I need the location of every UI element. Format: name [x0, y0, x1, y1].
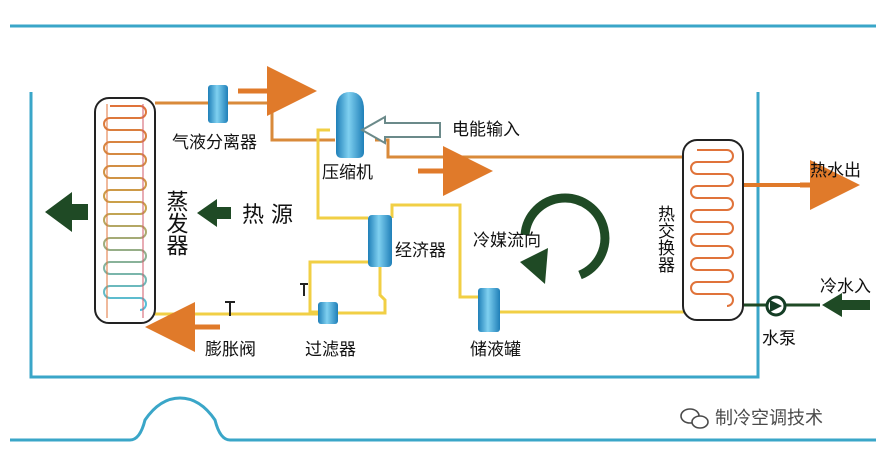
- pipe-liquid-economizer: [390, 203, 478, 299]
- air-out-arrow-icon: [45, 192, 88, 232]
- label-heat-exchanger-text: 热交换器: [654, 205, 675, 273]
- economizer-tank-icon: [368, 215, 392, 267]
- label-water-pump: 水泵: [762, 329, 796, 349]
- watermark-text: 制冷空调技术: [715, 408, 823, 429]
- label-receiver: 储液罐: [470, 340, 521, 360]
- heat-exchanger-coil: [682, 139, 744, 321]
- label-evaporator-text: 蒸发器: [163, 190, 189, 256]
- label-separator: 气液分离器: [172, 133, 257, 153]
- label-heat-exchanger: 热交换器: [654, 205, 675, 273]
- cold-water-arrow-icon: [822, 293, 870, 317]
- pipe-discharge: [375, 138, 690, 159]
- label-refrigerant-flow: 冷媒流向: [473, 231, 541, 251]
- wechat-icon: [680, 408, 709, 429]
- unit-base: [10, 396, 876, 442]
- label-heat-source: 热 源: [242, 203, 293, 228]
- filter-icon: [300, 283, 338, 324]
- label-cold-water-in: 冷水入: [820, 277, 871, 297]
- label-filter: 过滤器: [305, 340, 356, 360]
- unit-casing: [29, 92, 760, 379]
- valve-icon: [225, 301, 235, 316]
- heat-source-arrow-icon: [197, 199, 231, 227]
- electric-input-arrow: [359, 115, 441, 145]
- label-hot-water-out: 热水出: [810, 161, 861, 181]
- evaporator-coil: [94, 97, 156, 324]
- pipe-liquid-bypass: [308, 260, 372, 314]
- label-electric-input: 电能输入: [452, 120, 520, 140]
- pump-icon: [765, 295, 787, 317]
- separator-tank-icon: [208, 85, 228, 123]
- compressor-icon: [336, 92, 364, 158]
- label-evaporator: 蒸发器: [163, 190, 189, 256]
- pipe-liquid-filter-loop: [338, 260, 387, 315]
- label-economizer: 经济器: [395, 241, 446, 261]
- receiver-tank-icon: [478, 288, 500, 332]
- pipe-liquid-compressor: [316, 128, 368, 220]
- watermark: 制冷空调技术: [680, 408, 823, 429]
- label-expansion-valve: 膨胀阀: [205, 340, 256, 360]
- label-compressor: 压缩机: [322, 163, 373, 183]
- circular-arrow-icon: [520, 193, 610, 284]
